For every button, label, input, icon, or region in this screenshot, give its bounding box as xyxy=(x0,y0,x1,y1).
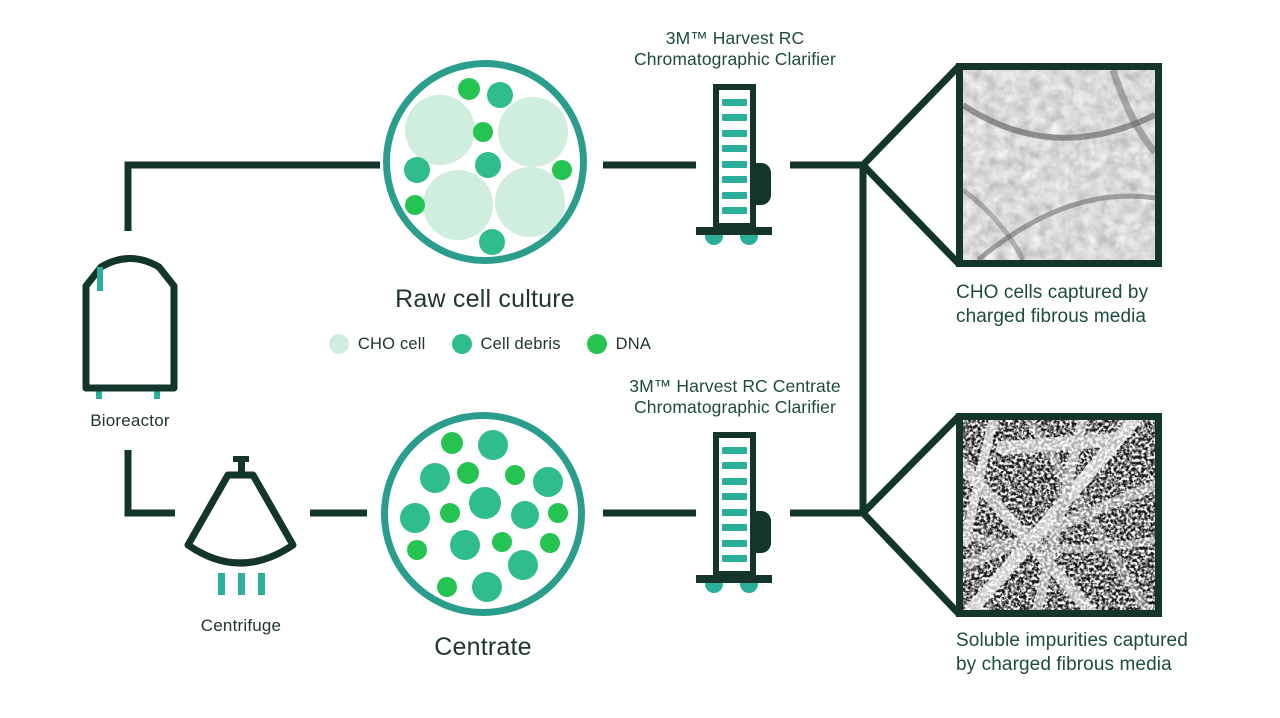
dna-dot xyxy=(505,465,525,485)
debris-dot xyxy=(508,550,538,580)
centrate-label: Centrate xyxy=(434,633,532,661)
dna-dot xyxy=(457,462,479,484)
connector-top-zoom-lower xyxy=(860,162,962,267)
clarifier-top-label-line1: 3M™ Harvest RC xyxy=(665,28,805,48)
legend-item-cell-debris: Cell debris xyxy=(451,334,561,354)
raw-cell-culture-circle xyxy=(383,60,587,264)
dna-dot xyxy=(473,122,493,142)
debris-dot xyxy=(479,229,505,255)
dna-swatch-icon xyxy=(586,334,607,354)
raw-cell-culture-label: Raw cell culture xyxy=(395,285,575,313)
dna-dot xyxy=(548,503,568,523)
dna-dot xyxy=(540,533,560,553)
connector-bottom-zoom-upper xyxy=(860,413,962,516)
dna-dot xyxy=(441,432,463,454)
dna-dot xyxy=(492,532,512,552)
clarifier-top-label: 3M™ Harvest RC Chromatographic Clarifier xyxy=(605,28,865,70)
cho-dot xyxy=(423,170,493,240)
caption-soluble-impurities-line1: Soluble impurities captured xyxy=(956,630,1188,651)
connector-bottom-zoom-lower xyxy=(860,510,962,617)
dna-dot xyxy=(407,540,427,560)
cho-cell-legend-label: CHO cell xyxy=(357,334,426,353)
micrograph-soluble-impurities-image xyxy=(963,420,1155,610)
debris-dot xyxy=(400,503,430,533)
micrograph-soluble-impurities xyxy=(956,413,1162,617)
clarifier-top-label-line2: Chromatographic Clarifier xyxy=(634,49,836,69)
clarifier-bottom-label-line2: Chromatographic Clarifier xyxy=(634,397,836,417)
caption-cho-cells-line2: charged fibrous media xyxy=(956,306,1147,327)
clarifier-bottom-column xyxy=(713,432,756,577)
debris-dot xyxy=(450,530,480,560)
clarifier-bottom-foot-right xyxy=(740,583,758,593)
clarifier-bottom-icon xyxy=(692,432,776,600)
caption-soluble-impurities: Soluble impurities captured by charged f… xyxy=(956,629,1206,677)
cho-dot xyxy=(405,95,475,165)
dna-dot xyxy=(458,78,480,100)
connector-bioreactor-to-centrifuge xyxy=(124,450,175,517)
centrate-circle xyxy=(381,412,585,616)
clarifier-top-column xyxy=(713,84,756,229)
clarifier-top-foot-right xyxy=(740,235,758,245)
clarifier-top-icon xyxy=(692,84,776,252)
clarifier-bottom-base xyxy=(696,575,772,583)
clarifier-bottom-foot-left xyxy=(705,583,723,593)
clarifier-bottom-label-line1: 3M™ Harvest RC Centrate xyxy=(629,376,841,396)
debris-dot xyxy=(511,501,539,529)
dna-dot xyxy=(405,195,425,215)
debris-dot xyxy=(475,152,501,178)
caption-cho-cells-line1: CHO cells captured by xyxy=(956,282,1149,303)
centrifuge-label: Centrifuge xyxy=(200,616,282,635)
bioreactor-icon xyxy=(82,255,178,399)
legend: CHO cell Cell debris DNA xyxy=(318,331,662,357)
cell-debris-legend-label: Cell debris xyxy=(480,334,561,353)
cell-debris-swatch-icon xyxy=(451,334,472,354)
debris-dot xyxy=(404,157,430,183)
dna-dot xyxy=(437,577,457,597)
connector-bioreactor-to-raw-culture xyxy=(124,161,380,231)
debris-dot xyxy=(420,463,450,493)
clarifier-bottom-port xyxy=(751,511,771,553)
cho-cell-swatch-icon xyxy=(328,334,349,354)
caption-cho-cells: CHO cells captured by charged fibrous me… xyxy=(956,281,1196,329)
micrograph-cho-cells-image xyxy=(963,70,1155,260)
cho-dot xyxy=(498,97,568,167)
micrograph-cho-cells xyxy=(956,63,1162,267)
clarifier-top-foot-left xyxy=(705,235,723,245)
raw-cell-culture-contents xyxy=(383,60,587,264)
legend-item-cho-cell: CHO cell xyxy=(328,334,426,354)
dna-dot xyxy=(552,160,572,180)
bioreactor-label: Bioreactor xyxy=(90,411,170,430)
debris-dot xyxy=(472,572,502,602)
legend-item-dna: DNA xyxy=(586,334,652,354)
debris-dot xyxy=(478,430,508,460)
debris-dot xyxy=(533,467,563,497)
clarifier-bottom-label: 3M™ Harvest RC Centrate Chromatographic … xyxy=(595,376,875,418)
cho-dot xyxy=(495,167,565,237)
centrate-contents xyxy=(381,412,585,616)
debris-dot xyxy=(487,82,513,108)
dna-legend-label: DNA xyxy=(615,334,652,353)
clarifier-top-port xyxy=(751,163,771,205)
clarifier-top-base xyxy=(696,227,772,235)
connector-top-zoom-upper xyxy=(860,63,962,168)
centrifuge-icon xyxy=(184,456,297,595)
dna-dot xyxy=(440,503,460,523)
debris-dot xyxy=(469,487,501,519)
caption-soluble-impurities-line2: by charged fibrous media xyxy=(956,654,1172,675)
